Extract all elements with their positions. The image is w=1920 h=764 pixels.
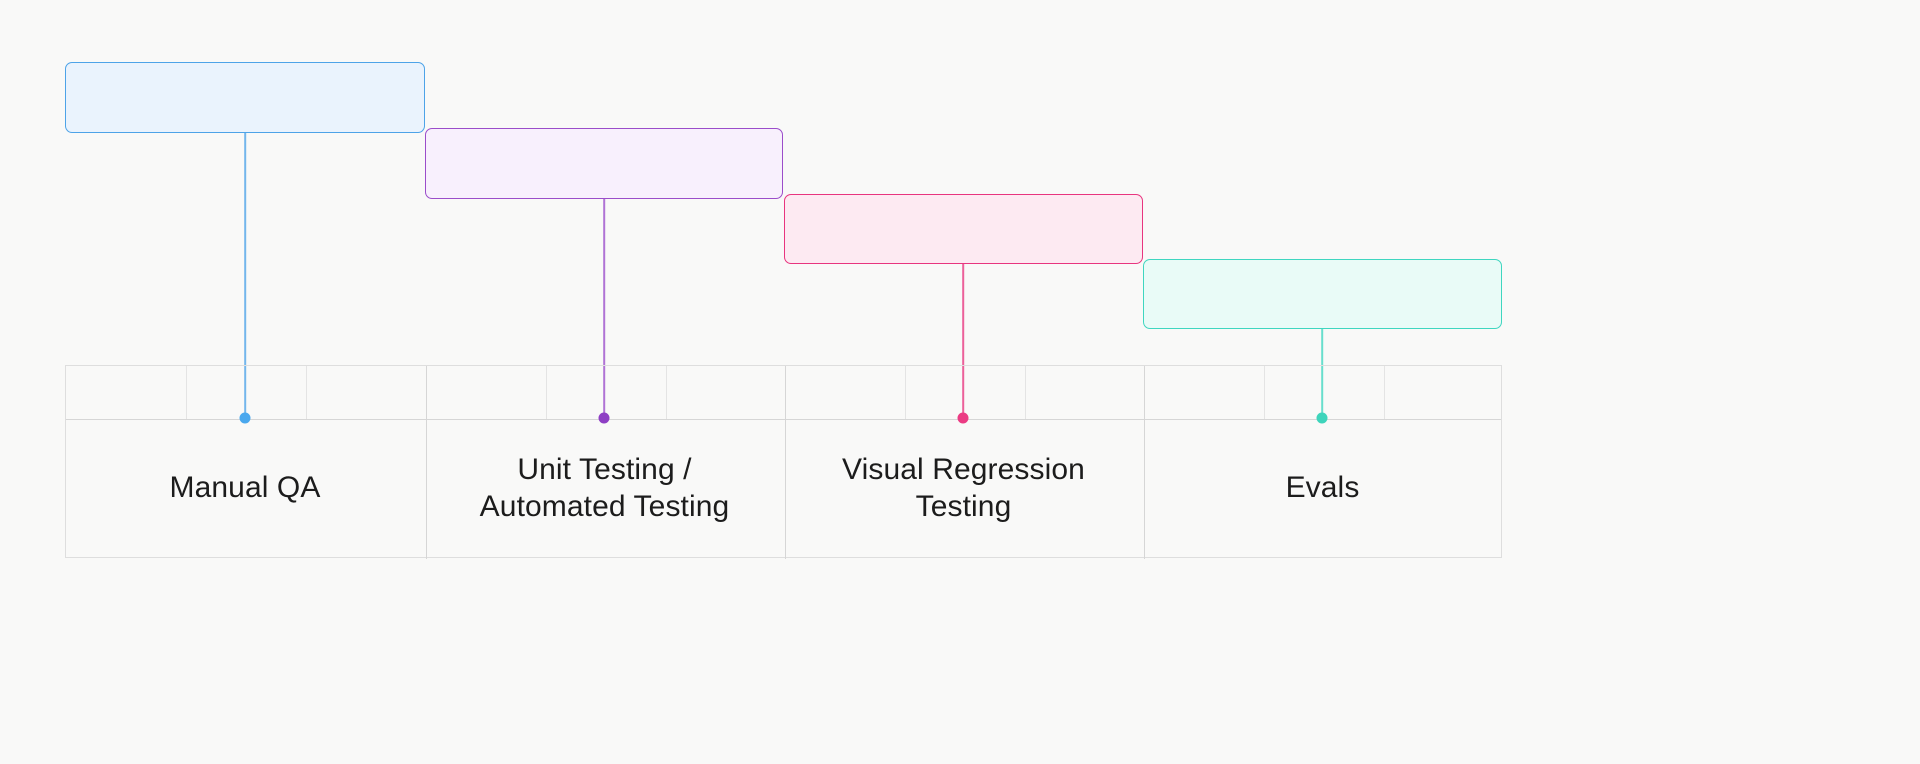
connector-dot-manual-qa[interactable] [239,412,251,424]
connector-dot-unit-automated-testing[interactable] [598,412,610,424]
grid-group-divider [785,366,786,559]
phase-label-unit-automated-testing: Unit Testing / Automated Testing [479,452,730,524]
grid-minor-divider [546,366,547,419]
phase-label-manual-qa: Manual QA [169,471,321,505]
timeline-grid [65,365,1502,559]
connector-line-manual-qa [244,133,246,418]
grid-minor-divider [1025,366,1026,419]
grid-group-divider [426,366,427,559]
phase-label-visual-regression-testing: Visual Regression Testing [842,452,1085,524]
connector-line-evals [1321,329,1323,418]
connector-dot-visual-regression-testing[interactable] [957,412,969,424]
grid-minor-divider [666,366,667,419]
grid-minor-divider [1264,366,1265,419]
phase-card-evals[interactable] [1143,259,1502,329]
phase-card-manual-qa[interactable] [65,62,425,133]
grid-minor-divider [306,366,307,419]
grid-group-divider [1144,366,1145,559]
grid-row-divider [66,419,1501,420]
phase-card-unit-automated-testing[interactable] [425,128,783,199]
grid-minor-divider [186,366,187,419]
connector-line-visual-regression-testing [962,264,964,418]
phase-label-evals: Evals [1285,471,1360,505]
grid-minor-divider [905,366,906,419]
phase-card-visual-regression-testing[interactable] [784,194,1143,264]
grid-minor-divider [1384,366,1385,419]
connector-dot-evals[interactable] [1316,412,1328,424]
connector-line-unit-automated-testing [603,199,605,418]
